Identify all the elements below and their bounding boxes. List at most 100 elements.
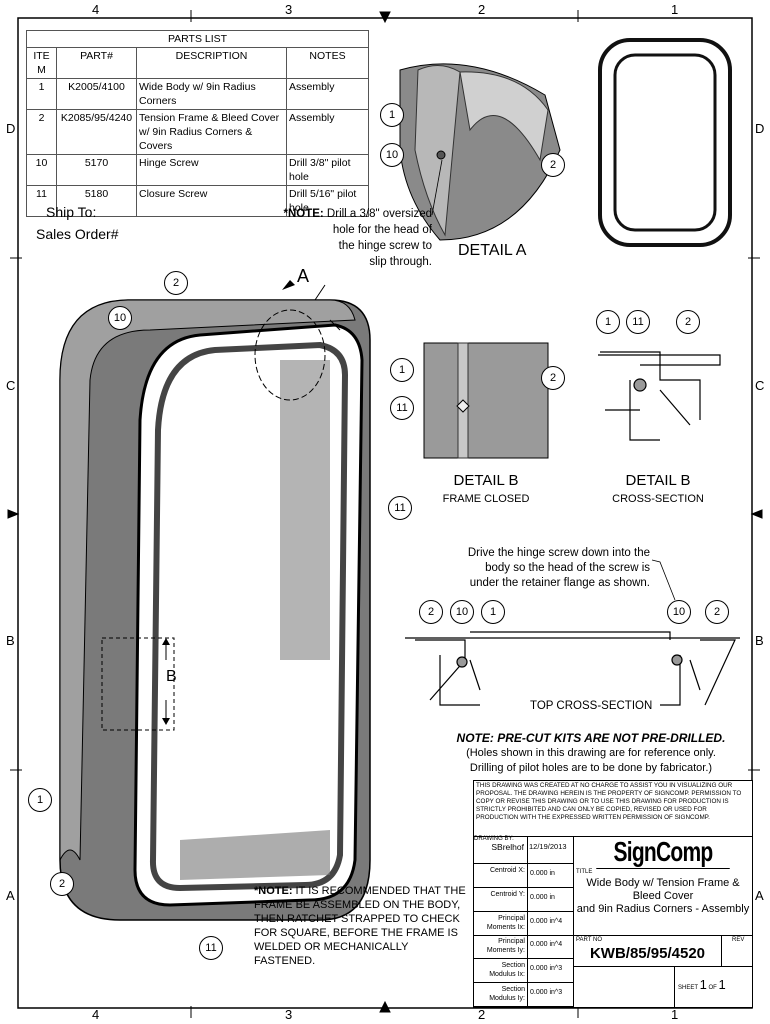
zone-row-c-right: C [755, 378, 765, 393]
note-text: body so the head of the screw is [485, 562, 650, 574]
header-item: ITEM [26, 47, 57, 79]
table-row: 11 5180 Closure Screw Drill 5/16" pilot … [26, 185, 370, 217]
property-value: 0.000 in^3 [528, 983, 574, 1007]
property-label: Principal Moments Ix: [474, 911, 528, 936]
cell-part: K2005/4100 [56, 78, 137, 110]
item-balloon: 11 [390, 396, 414, 420]
header-description: DESCRIPTION [136, 47, 287, 79]
item-balloon: 2 [164, 271, 188, 295]
header-part: PART# [56, 47, 137, 79]
zone-col-2: 2 [478, 2, 486, 17]
cell-description: Tension Frame & Bleed Cover w/ 9in Radiu… [136, 109, 287, 155]
property-label: Centroid Y: [474, 887, 528, 912]
cell-part: 5170 [56, 154, 137, 186]
note-text: slip through. [369, 256, 432, 268]
property-value: 0.000 in^4 [528, 935, 574, 960]
property-label: Principal Moments Iy: [474, 935, 528, 960]
detail-b-section-title: DETAIL B [625, 472, 691, 489]
main-assembly-view [59, 280, 371, 921]
isometric-thumbnail [598, 38, 732, 247]
property-label: Centroid X: [474, 864, 528, 888]
cell-description: Wide Body w/ 9in Radius Corners [136, 78, 287, 110]
zone-row-d-right: D [755, 121, 765, 136]
detail-a-title: DETAIL A [458, 242, 527, 259]
rev-label: REV [732, 937, 745, 943]
detail-b-section-subtitle: CROSS-SECTION [612, 493, 704, 505]
item-balloon: 1 [596, 310, 620, 334]
detail-a-note: *NOTE: Drill a 3/8" oversized hole for t… [226, 206, 432, 270]
cell-description: Closure Screw [136, 185, 287, 217]
cell-notes: Drill 5/16" pilot hole [285, 185, 370, 217]
top-cross-section-title: TOP CROSS-SECTION [530, 700, 653, 712]
of-label: OF [708, 985, 717, 991]
note-text: under the retainer flange as shown. [469, 577, 650, 589]
top-cross-section-view [405, 631, 740, 706]
view-label-a: A [297, 266, 310, 286]
note-text: the hinge screw to [338, 240, 432, 252]
zone-row-d: D [6, 121, 16, 136]
cell-part: 5180 [56, 185, 137, 217]
item-balloon: 2 [50, 872, 74, 896]
note-text: (Holes shown in this drawing are for ref… [466, 747, 716, 759]
title-line: Wide Body w/ Tension Frame & Bleed Cover [586, 877, 740, 902]
table-row: 2 K2085/95/4240 Tension Frame & Bleed Co… [26, 109, 370, 155]
property-value: 0.000 in^4 [528, 911, 574, 936]
drawing-by: SBrelhof [491, 842, 524, 852]
zone-col-1: 1 [671, 2, 679, 17]
detail-b-frame-closed-view [423, 342, 549, 459]
note-text: Drill a 3/8" oversized [323, 208, 432, 220]
view-label-b: B [166, 668, 177, 685]
cell-notes: Assembly [285, 109, 370, 155]
item-balloon: 10 [380, 143, 404, 167]
sales-order-label: Sales Order# [36, 226, 119, 242]
zone-row-a-right: A [755, 888, 764, 903]
drawing-title: Wide Body w/ Tension Frame & Bleed Cover… [574, 877, 752, 916]
detail-b-closed-subtitle: FRAME CLOSED [442, 493, 530, 505]
zone-col-3: 3 [285, 2, 293, 17]
drawing-date: 12/19/2013 [528, 836, 574, 864]
cell-item: 10 [26, 154, 57, 186]
cell-description: Hinge Screw [136, 154, 287, 186]
item-balloon: 2 [541, 366, 565, 390]
item-balloon: 1 [481, 600, 505, 624]
hinge-screw-note: Drive the hinge screw down into the body… [410, 546, 650, 591]
property-value: 0.000 in [528, 864, 574, 888]
parts-list-table: PARTS LIST ITEM PART# DESCRIPTION NOTES … [25, 30, 370, 217]
title-block: THIS DRAWING WAS CREATED AT NO CHARGE TO… [473, 780, 753, 1008]
item-balloon: 2 [419, 600, 443, 624]
disclaimer: THIS DRAWING WAS CREATED AT NO CHARGE TO… [476, 782, 742, 821]
note-prefix: *NOTE: [283, 208, 324, 220]
cell-item: 2 [26, 109, 57, 155]
note-text: hole for the head of [332, 224, 432, 236]
cell-notes: Drill 3/8" pilot hole [285, 154, 370, 186]
item-balloon: 1 [380, 103, 404, 127]
title-line: and 9in Radius Corners - Assembly [576, 903, 750, 915]
ship-to-label: Ship To: [46, 204, 97, 220]
zone-row-c: C [6, 378, 16, 393]
zone-row-b: B [6, 633, 15, 648]
item-balloon: 10 [450, 600, 474, 624]
table-row: 1 K2005/4100 Wide Body w/ 9in Radius Cor… [26, 78, 370, 110]
item-balloon: 1 [390, 358, 414, 382]
zone-col-3-bottom: 3 [285, 1007, 293, 1022]
item-balloon: 2 [541, 153, 565, 177]
item-balloon: 11 [626, 310, 650, 334]
cell-item: 11 [26, 185, 57, 217]
item-balloon: 2 [676, 310, 700, 334]
leader-lines [431, 159, 676, 601]
detail-b-closed-title: DETAIL B [453, 472, 519, 489]
note-prefix: *NOTE: [254, 885, 293, 897]
item-balloon: 10 [667, 600, 691, 624]
assembly-note: *NOTE: IT IS RECOMMENDED THAT THE FRAME … [254, 884, 468, 968]
sheet-total: 1 [718, 977, 726, 992]
sheet-label: SHEET [678, 985, 698, 991]
company-logo: SignComp [596, 836, 730, 869]
note-text: BE ASSEMBLED ON THE BODY, THEN RATCHET [254, 899, 461, 925]
note-text: FASTENED. [254, 955, 316, 967]
cell-notes: Assembly [285, 78, 370, 110]
item-balloon: 11 [388, 496, 412, 520]
zone-row-a: A [6, 888, 15, 903]
sheet-indicator: SHEET 1 OF 1 [678, 977, 726, 992]
